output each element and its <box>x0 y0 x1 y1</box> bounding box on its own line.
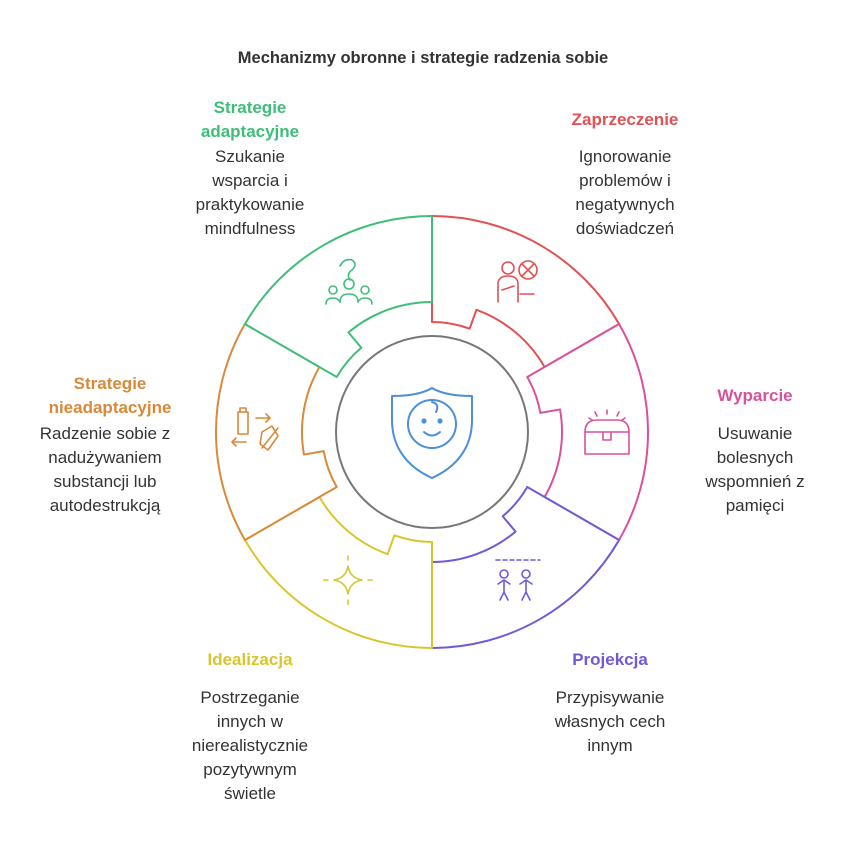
two-people-icon <box>495 559 541 601</box>
zaprzeczenie-title: Zaprzeczenie <box>571 110 679 129</box>
adaptacyjne-title: Strategie adaptacyjne <box>200 98 300 141</box>
projekcja-title: Projekcja <box>572 650 648 669</box>
person-rejecting-icon <box>497 260 538 303</box>
nieadaptacyjne-desc: Radzenie sobie z nadużywaniem substancji… <box>39 424 171 515</box>
bottle-exchange-icon <box>231 407 279 451</box>
idealizacja-title: Idealizacja <box>207 650 293 669</box>
shield-face-icon <box>391 387 473 479</box>
wyparcie-desc: Usuwanie bolesnych wspomnień z pamięci <box>705 424 805 515</box>
idealizacja-desc: Postrzeganie innych w nierealistycznie p… <box>191 688 309 803</box>
adaptacyjne-desc: Szukanie wsparcia i praktykowanie mindfu… <box>195 147 305 238</box>
center-circle <box>335 335 529 529</box>
projekcja-desc: Przypisywanie własnych cech innym <box>554 688 666 755</box>
support-group-icon <box>325 258 373 305</box>
nieadaptacyjne-title: Strategie nieadaptacyjne <box>48 374 172 417</box>
wyparcie-title: Wyparcie <box>717 386 793 405</box>
segment-adaptacyjne <box>243 215 433 378</box>
zaprzeczenie-desc: Ignorowanie problemów i negatywnych dośw… <box>575 147 675 238</box>
sparkle-icon <box>323 555 373 605</box>
page-title: Mechanizmy obronne i strategie radzenia … <box>237 49 609 67</box>
treasure-chest-icon <box>584 409 630 455</box>
